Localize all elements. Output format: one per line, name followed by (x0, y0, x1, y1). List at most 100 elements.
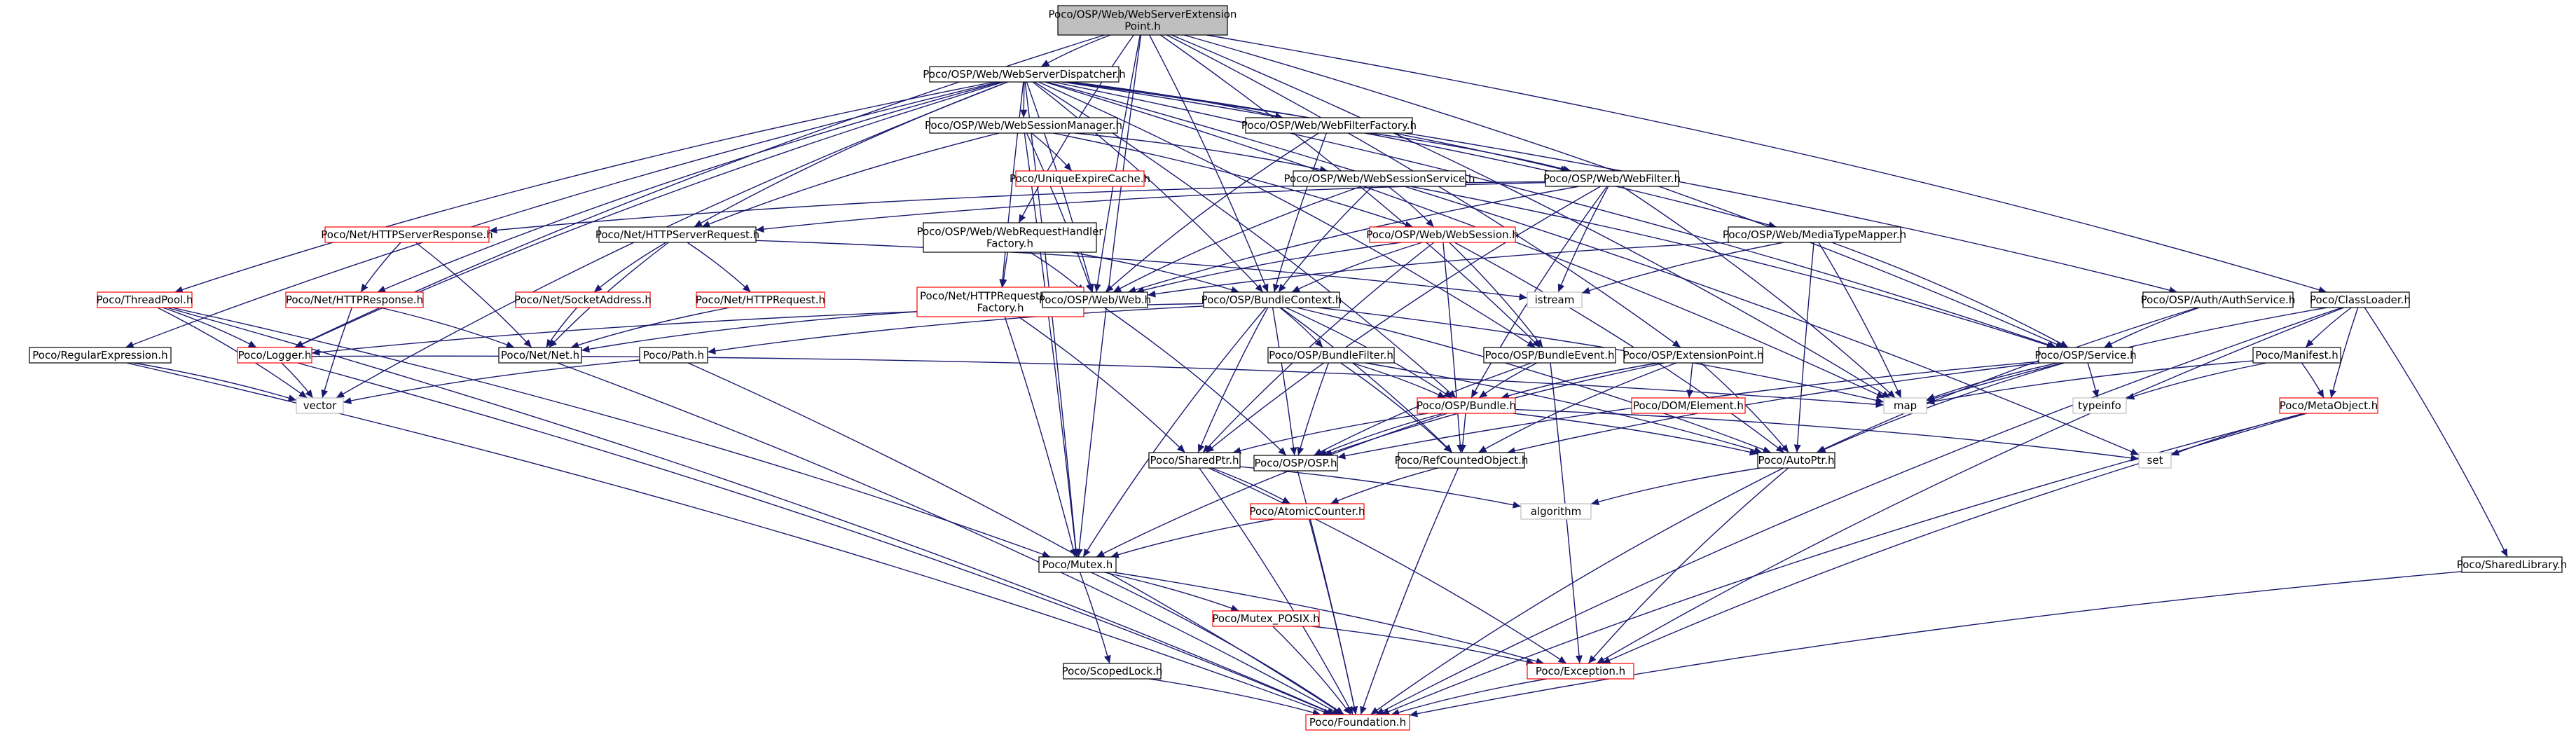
edge-threadpool-to-foundation (166, 307, 1336, 715)
node-websession[interactable]: Poco/OSP/Web/WebSession.h (1366, 226, 1519, 243)
edge-sessionservice-to-bundlecontext (1278, 186, 1373, 293)
node-label: Poco/OSP/Web/WebSessionManager.h (925, 119, 1122, 132)
node-label: Poco/Mutex.h (1042, 558, 1113, 571)
node-httpserverresponse[interactable]: Poco/Net/HTTPServerResponse.h (321, 226, 493, 243)
node-label: Poco/SharedPtr.h (1150, 454, 1239, 467)
node-label: Poco/Manifest.h (2255, 349, 2338, 361)
edge-bundlecontext-to-map (1317, 307, 1885, 404)
node-web[interactable]: Poco/OSP/Web/Web.h (1039, 291, 1151, 308)
node-extensionpoint[interactable]: Poco/OSP/ExtensionPoint.h (1623, 347, 1764, 364)
node-logger[interactable]: Poco/Logger.h (237, 347, 312, 364)
node-vector: vector (296, 397, 344, 414)
node-httpserverrequest[interactable]: Poco/Net/HTTPServerRequest.h (595, 226, 759, 243)
edge-bundlefilter-to-refcounted (1340, 362, 1452, 453)
node-authservice[interactable]: Poco/OSP/Auth/AuthService.h (2141, 291, 2296, 308)
edge-sharedptr-to-foundation (1199, 467, 1354, 715)
node-refcounted[interactable]: Poco/RefCountedObject.h (1395, 452, 1529, 469)
edge-manifest-to-metaobject (2301, 362, 2324, 399)
node-label: Poco/Net/HTTPRequest.h (696, 294, 825, 306)
node-label: Poco/OSP/Web/WebFilterFactory.h (1241, 119, 1417, 132)
edge-httprequest-to-net (570, 307, 730, 349)
edge-reqhandlerfactory-to-web (1029, 252, 1085, 293)
node-label: Poco/ThreadPool.h (97, 294, 193, 306)
edge-manifest-to-typeinfo (2126, 362, 2267, 400)
node-label: Poco/OSP/Web/WebFilter.h (1543, 172, 1681, 185)
node-osp[interactable]: Poco/OSP/OSP.h (1253, 455, 1338, 471)
node-scopedlock[interactable]: Poco/ScopedLock.h (1062, 663, 1163, 680)
node-net[interactable]: Poco/Net/Net.h (498, 347, 582, 364)
node-label: Point.h (1124, 20, 1161, 33)
node-foundation[interactable]: Poco/Foundation.h (1305, 714, 1410, 731)
node-box (1527, 291, 1583, 308)
node-httpresponse[interactable]: Poco/Net/HTTPResponse.h (285, 291, 424, 308)
edge-extensionpoint-to-refcounted (1478, 362, 1676, 453)
node-sessionmgr[interactable]: Poco/OSP/Web/WebSessionManager.h (925, 117, 1122, 134)
node-expirecache[interactable]: Poco/UniqueExpireCache.h (1010, 170, 1150, 187)
edge-service-to-autoptr (1817, 362, 2065, 453)
node-threadpool[interactable]: Poco/ThreadPool.h (97, 291, 193, 308)
node-httprequest[interactable]: Poco/Net/HTTPRequest.h (696, 291, 825, 308)
node-classloader[interactable]: Poco/ClassLoader.h (2310, 291, 2411, 308)
node-sharedlibrary[interactable]: Poco/SharedLibrary.h (2457, 556, 2568, 573)
edge-regex-to-vector (133, 362, 297, 401)
edge-mutex-to-mutexposix (1104, 572, 1239, 612)
node-label: Poco/AtomicCounter.h (1249, 505, 1365, 518)
edge-threadpool-to-mutex (172, 307, 1051, 558)
node-dispatcher[interactable]: Poco/OSP/Web/WebServerDispatcher.h (923, 66, 1126, 83)
node-bundlefilter[interactable]: Poco/OSP/BundleFilter.h (1267, 347, 1395, 364)
edge-httpreqhandlerfactory-to-mutex (1004, 316, 1077, 558)
edge-webfilter-to-map (1621, 186, 1896, 399)
edge-threadpool-to-logger (163, 307, 257, 348)
node-autoptr[interactable]: Poco/AutoPtr.h (1757, 452, 1835, 469)
node-label: typeinfo (2078, 399, 2121, 412)
node-label: Poco/RegularExpression.h (32, 349, 167, 361)
edge-autoptr-to-algorithm (1590, 467, 1761, 506)
node-box (929, 117, 1118, 134)
edge-httpserverresponse-to-httpresponse (360, 242, 401, 293)
edge-websession-to-bundlecontext (1291, 242, 1423, 293)
node-mutexposix[interactable]: Poco/Mutex_POSIX.h (1212, 610, 1320, 627)
node-sharedptr[interactable]: Poco/SharedPtr.h (1148, 452, 1241, 469)
edge-mutex-to-exception (1113, 572, 1545, 665)
node-label: istream (1535, 294, 1575, 306)
node-bundlecontext[interactable]: Poco/OSP/BundleContext.h (1201, 291, 1342, 308)
node-service[interactable]: Poco/OSP/Service.h (2034, 347, 2137, 364)
edge-httpreqhandlerfactory-to-net (581, 311, 918, 353)
edge-extensionpoint-to-autoptr (1700, 362, 1789, 453)
node-sessionservice[interactable]: Poco/OSP/Web/WebSessionService.h (1284, 170, 1475, 187)
node-label: Poco/DOM/Element.h (1633, 399, 1744, 412)
node-label: Poco/MetaObject.h (2280, 399, 2378, 412)
edge-webfilter-to-bundle (1470, 186, 1608, 399)
node-box (1483, 347, 1616, 364)
node-exception[interactable]: Poco/Exception.h (1527, 663, 1634, 680)
node-metaobject[interactable]: Poco/MetaObject.h (2279, 397, 2378, 414)
edge-sessionservice-to-web (1113, 186, 1362, 293)
node-webfilter[interactable]: Poco/OSP/Web/WebFilter.h (1543, 170, 1681, 187)
node-box (1015, 170, 1145, 187)
node-path[interactable]: Poco/Path.h (639, 347, 708, 364)
node-box (2310, 291, 2410, 308)
node-mutex[interactable]: Poco/Mutex.h (1038, 556, 1117, 573)
node-label: Poco/OSP/Service.h (2034, 349, 2136, 361)
edge-classloader-to-manifest (2305, 307, 2352, 348)
node-atomiccounter[interactable]: Poco/AtomicCounter.h (1249, 503, 1365, 520)
edge-sessionmgr-to-sessionservice (1075, 132, 1328, 173)
node-box (1631, 397, 1746, 414)
node-bundle[interactable]: Poco/OSP/Bundle.h (1417, 397, 1516, 414)
node-mediatypemapper[interactable]: Poco/OSP/Web/MediaTypeMapper.h (1723, 226, 1906, 243)
edge-mutex-to-foundation (1091, 572, 1344, 715)
node-manifest[interactable]: Poco/Manifest.h (2252, 347, 2341, 364)
edge-httpresponse-to-net (380, 307, 515, 348)
edge-sessionmgr-to-expirecache (1031, 132, 1073, 172)
edge-dispatcher-to-mutex (1024, 81, 1080, 558)
edge-service-to-typeinfo (2087, 362, 2100, 399)
edge-bundlecontext-to-mutex (1082, 307, 1267, 558)
node-socketaddress[interactable]: Poco/Net/SocketAddress.h (514, 291, 652, 308)
node-regex[interactable]: Poco/RegularExpression.h (29, 347, 172, 364)
edge-root-to-classloader (1206, 34, 2327, 294)
node-domelement[interactable]: Poco/DOM/Element.h (1631, 397, 1746, 414)
node-bundleevent[interactable]: Poco/OSP/BundleEvent.h (1483, 347, 1616, 364)
node-filterfactory[interactable]: Poco/OSP/Web/WebFilterFactory.h (1241, 117, 1417, 134)
